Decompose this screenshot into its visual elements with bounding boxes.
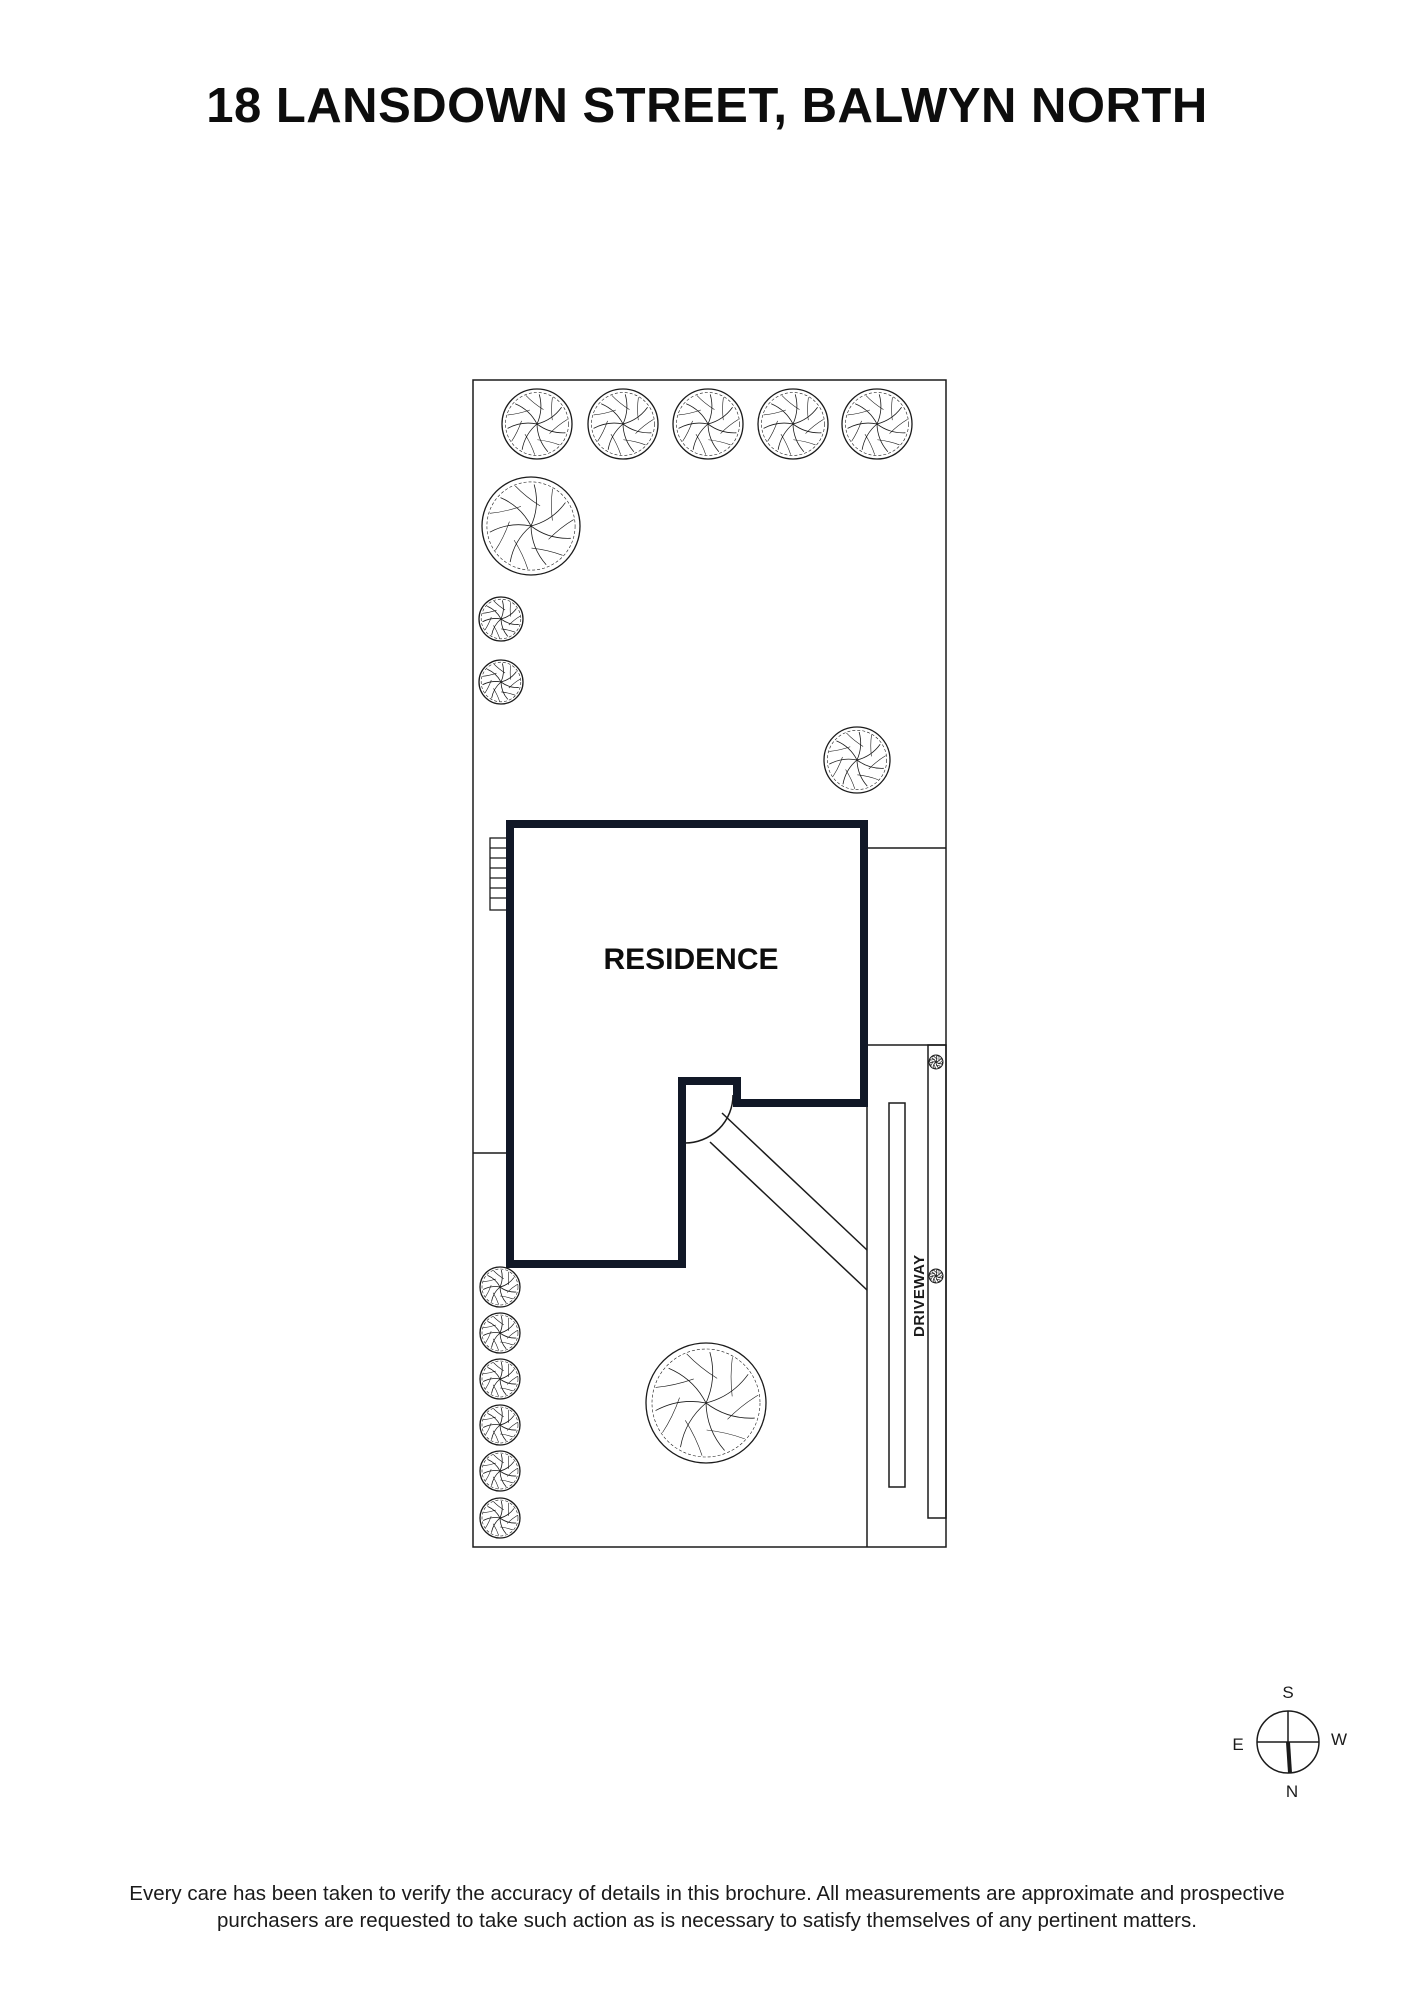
tree-icon — [587, 388, 659, 460]
residence-walls — [506, 820, 868, 1268]
compass-north: N — [1286, 1782, 1298, 1801]
compass-east: E — [1232, 1735, 1243, 1754]
tree-icon — [823, 726, 891, 794]
tree-icon — [672, 388, 744, 460]
tree-icon — [479, 1450, 521, 1492]
porch-arc — [684, 1094, 734, 1144]
disclaimer-line-2: purchasers are requested to take such ac… — [217, 1909, 1197, 1932]
tree-icon — [928, 1054, 944, 1070]
tree-icon — [479, 1358, 521, 1400]
tree-icon — [479, 1497, 521, 1539]
tree-icon — [841, 388, 913, 460]
tree-icon — [928, 1268, 944, 1284]
tree-icon — [478, 659, 524, 705]
tree-icon — [479, 1312, 521, 1354]
steps — [489, 837, 510, 911]
garden-path — [709, 1112, 868, 1291]
tree-icon — [645, 1342, 767, 1464]
disclaimer: Every care has been taken to verify the … — [40, 1880, 1374, 1934]
residence-label: RESIDENCE — [603, 943, 778, 976]
tree-icon — [757, 388, 829, 460]
page-title: 18 LANSDOWN STREET, BALWYN NORTH — [206, 79, 1208, 133]
tree-icon — [479, 1266, 521, 1308]
driveway — [888, 1044, 947, 1519]
tree-icon — [479, 1404, 521, 1446]
tree-icon — [481, 476, 581, 576]
tree-icon — [478, 596, 524, 642]
compass-south: S — [1282, 1683, 1293, 1702]
compass: S N E W — [1232, 1683, 1347, 1801]
tree-icon — [501, 388, 573, 460]
trees — [478, 388, 944, 1539]
compass-west: W — [1331, 1730, 1347, 1749]
driveway-label: DRIVEWAY — [911, 1254, 928, 1337]
disclaimer-line-1: Every care has been taken to verify the … — [129, 1882, 1285, 1905]
site-boundary — [472, 379, 947, 1548]
